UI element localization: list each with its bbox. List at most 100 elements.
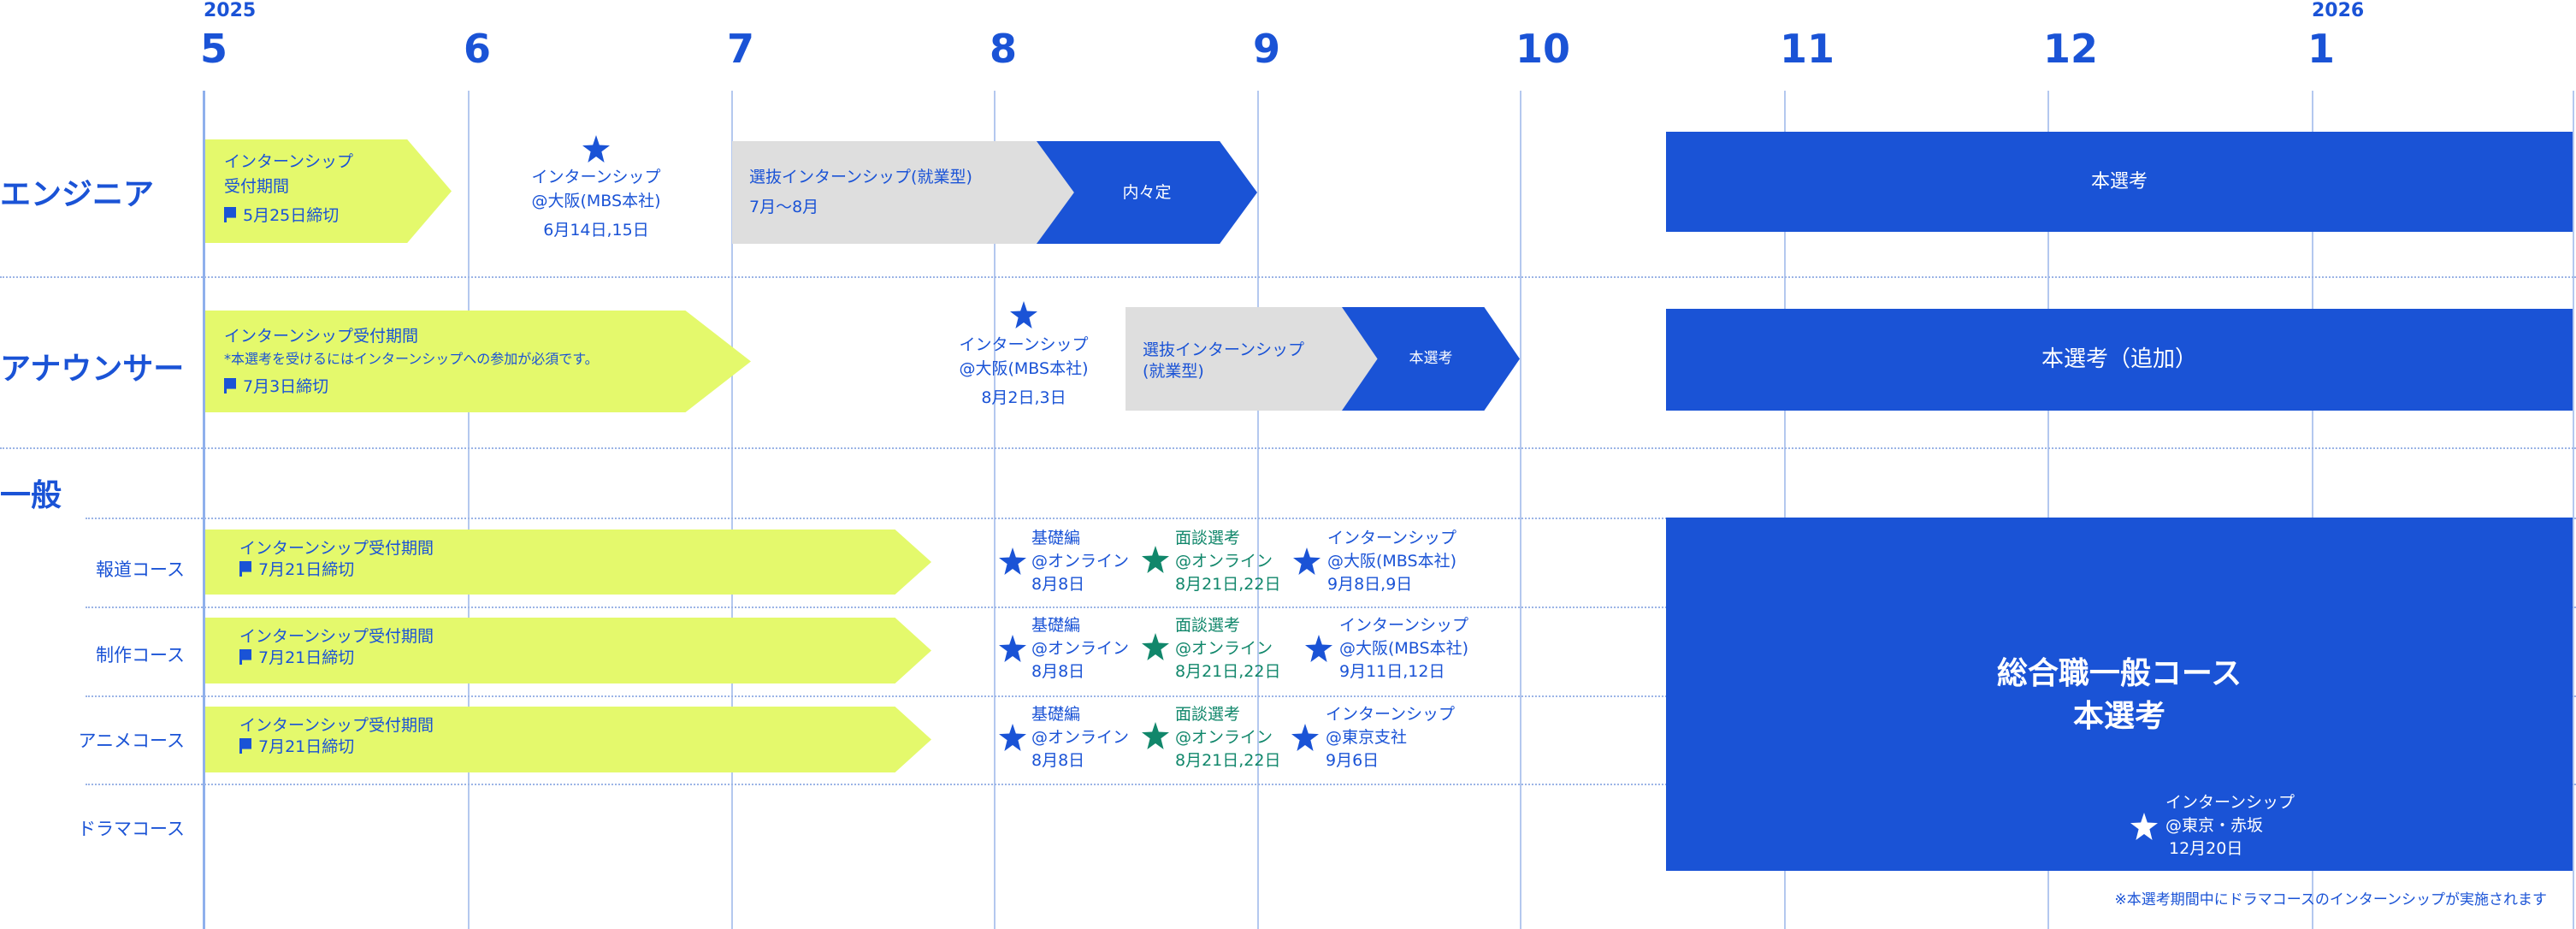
entry-title: 受付期間	[224, 176, 290, 196]
event-date: 8月8日	[1031, 751, 1085, 770]
star-icon	[1293, 547, 1320, 575]
event-title: インターンシップ	[1327, 529, 1457, 547]
event-date: 8月21日,22日	[1175, 751, 1281, 770]
event-date: 8月2日,3日	[981, 388, 1066, 407]
event-date: 8月8日	[1031, 575, 1085, 594]
month-label: 1	[2307, 26, 2336, 72]
entry-title: インターンシップ受付期間	[239, 539, 434, 558]
event-location: @オンライン	[1175, 639, 1273, 658]
engineer-entry-period-arrow: インターンシップ 受付期間 5月25日締切	[205, 139, 452, 243]
course-label-anime: アニメコース	[78, 731, 185, 751]
grid-line	[1520, 91, 1521, 929]
deadline: 7月21日締切	[258, 648, 355, 667]
month-label: 11	[1780, 26, 1835, 72]
event-location: @オンライン	[1031, 639, 1130, 658]
announcer-selective-internship-bar: 選抜インターンシップ (就業型)	[1126, 307, 1382, 411]
announcer-entry-period-arrow: インターンシップ受付期間 *本選考を受けるにはインターンシップへの参加が必須です…	[205, 311, 751, 412]
deadline: 5月25日締切	[243, 206, 340, 225]
event-location: @東京支社	[1326, 728, 1408, 747]
deadline: 7月3日締切	[243, 376, 329, 396]
announcer-event: インターンシップ @大阪(MBS本社) 8月2日,3日	[904, 333, 1143, 410]
star-icon	[1142, 546, 1169, 573]
grid-line	[994, 91, 996, 929]
grid-line	[468, 91, 470, 929]
row-divider	[86, 607, 2576, 608]
star-icon	[1305, 635, 1332, 662]
event-title: インターンシップ	[959, 335, 1089, 354]
star-icon	[1291, 724, 1319, 751]
flag-icon	[224, 377, 236, 393]
event-location: @大阪(MBS本社)	[1327, 552, 1456, 571]
event-location: @大阪(MBS本社)	[531, 192, 661, 210]
event-location: @オンライン	[1031, 728, 1130, 747]
row-divider	[86, 784, 2576, 785]
engineer-selective-internship-bar: 選抜インターンシップ(就業型) 7月〜8月	[732, 141, 1074, 244]
event-date: 6月14日,15日	[543, 221, 649, 240]
event-location: @オンライン	[1175, 552, 1273, 571]
month-label: 7	[727, 26, 755, 72]
event-title: インターンシップ	[1326, 705, 1456, 724]
footnote: ※本選考期間中にドラマコースのインターンシップが実施されます	[2114, 891, 2547, 908]
event-date: 8月21日,22日	[1175, 575, 1281, 594]
selective-title: 選抜インターンシップ	[1143, 340, 1305, 359]
event-title: 面談選考	[1175, 529, 1241, 547]
month-label: 5	[200, 26, 228, 72]
general-main-title: 総合職一般コース 本選考	[1666, 653, 2573, 738]
event-title: 基礎編	[1031, 705, 1081, 724]
star-icon	[1010, 301, 1037, 328]
grid-line	[2573, 91, 2574, 929]
event-title: 基礎編	[1031, 529, 1081, 547]
event-date: 12月20日	[2169, 839, 2243, 858]
event-location: @大阪(MBS本社)	[1339, 639, 1468, 658]
year-label-2026: 2026	[2312, 0, 2365, 21]
engineer-main-selection-bar: 本選考	[1666, 132, 2573, 232]
event-title: インターンシップ	[531, 168, 661, 186]
basic-event: 基礎編 @オンライン 8月8日	[1031, 527, 1129, 596]
event-date: 9月8日,9日	[1327, 575, 1413, 594]
event-date: 8月8日	[1031, 662, 1085, 681]
course-label-production: 制作コース	[96, 645, 185, 666]
event-title: 面談選考	[1175, 705, 1241, 724]
month-label: 10	[1515, 26, 1571, 72]
flag-icon	[239, 560, 251, 577]
star-icon	[999, 724, 1026, 751]
general-main-selection-block: 総合職一般コース 本選考 インターンシップ @東京・赤坂 12月20日	[1666, 518, 2573, 871]
entry-title: インターンシップ受付期間	[239, 627, 434, 646]
internship-event: インターンシップ@大阪(MBS本社)9月11日,12日	[1339, 614, 1468, 683]
flag-icon	[224, 207, 236, 222]
announcer-additional-selection-bar: 本選考（追加）	[1666, 309, 2573, 411]
course-label-drama: ドラマコース	[78, 819, 185, 839]
drama-internship-event: インターンシップ @東京・赤坂 12月20日	[2165, 791, 2295, 861]
internship-event: インターンシップ @大阪(MBS本社) 9月8日,9日	[1327, 527, 1456, 596]
entry-title: インターンシップ	[224, 152, 354, 171]
flag-icon	[239, 648, 251, 665]
event-location: @オンライン	[1031, 552, 1130, 571]
entry-title: インターンシップ受付期間	[224, 327, 419, 346]
category-engineer: エンジニア	[0, 177, 155, 212]
row-divider	[86, 518, 2576, 519]
row-divider	[86, 695, 2576, 697]
star-icon	[999, 635, 1026, 662]
event-date: 9月11日,12日	[1339, 662, 1445, 681]
main-title-line: 本選考	[2072, 699, 2165, 734]
event-location: @東京・赤坂	[2165, 816, 2264, 835]
grid-line	[2047, 91, 2049, 929]
basic-event: 基礎編 @オンライン 8月8日	[1031, 703, 1129, 772]
selective-period: 7月〜8月	[749, 197, 819, 216]
row-divider	[0, 276, 2576, 278]
year-label-2025: 2025	[204, 0, 257, 21]
main-title-line: 総合職一般コース	[1996, 656, 2242, 691]
star-icon	[1142, 722, 1169, 749]
entry-note: *本選考を受けるにはインターンシップへの参加が必須です。	[224, 350, 599, 367]
star-icon	[999, 547, 1026, 575]
row-divider	[0, 447, 2576, 449]
grid-line	[731, 91, 733, 929]
event-date: 9月6日	[1326, 751, 1380, 770]
announcer-main-chevron: 本選考	[1342, 307, 1520, 411]
event-location: @大阪(MBS本社)	[959, 359, 1089, 378]
star-icon	[2130, 813, 2158, 840]
news-entry-period-arrow: インターンシップ受付期間 7月21日締切	[205, 530, 931, 595]
category-general: 一般	[0, 478, 62, 513]
flag-icon	[239, 737, 251, 754]
